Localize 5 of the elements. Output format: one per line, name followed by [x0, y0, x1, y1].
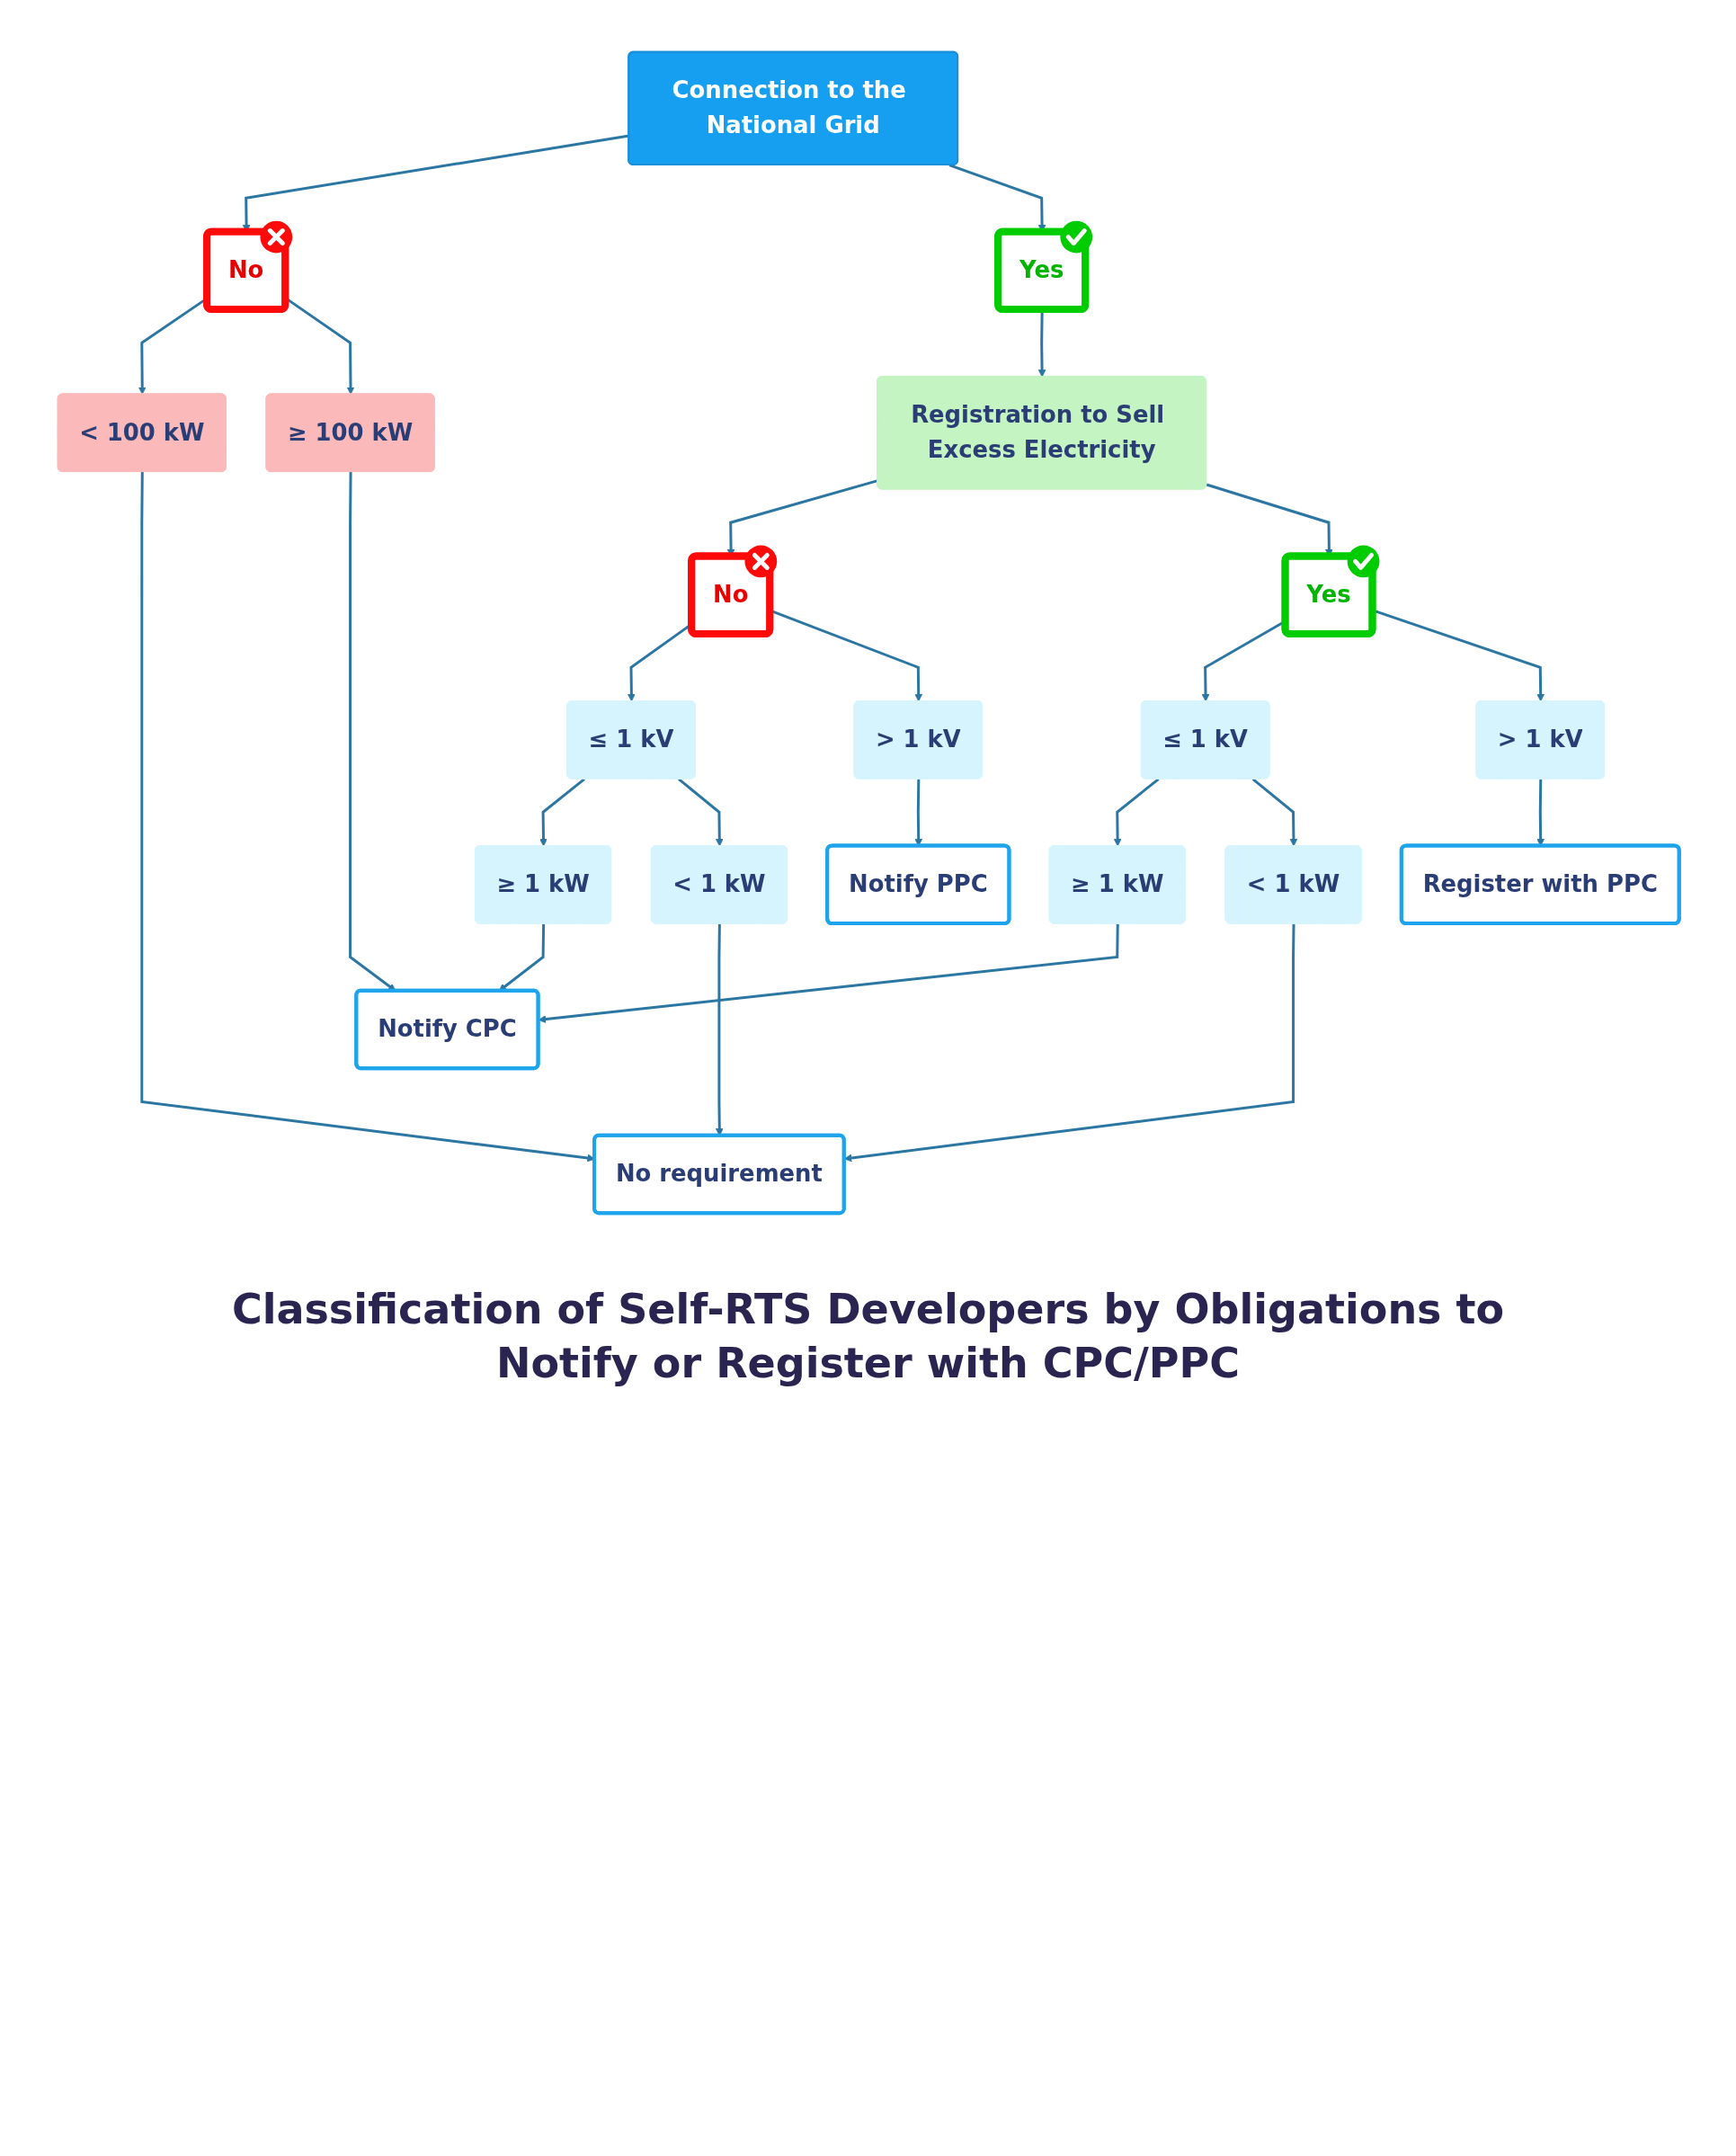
caption: Classification of Self-RTS Developers by Obligations to Notify or Register with CPC/PPC: [230, 1284, 1506, 1389]
arrow: [677, 778, 724, 847]
arrow: [539, 778, 585, 847]
arrow: [1113, 778, 1159, 847]
arrow: [1251, 778, 1297, 847]
